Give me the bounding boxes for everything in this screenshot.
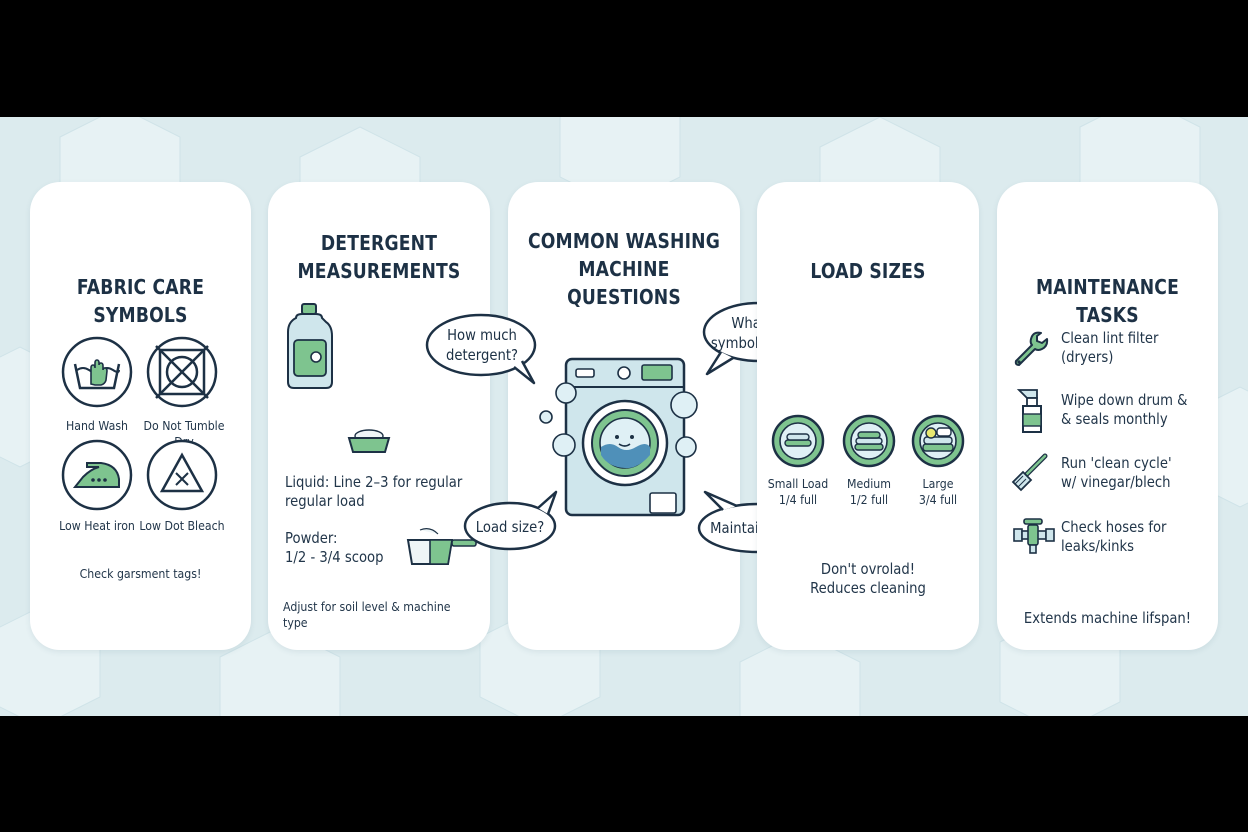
bleach-icon <box>146 439 218 511</box>
card-title: LOAD SIZES <box>810 259 926 283</box>
small-load-icon <box>771 414 825 468</box>
task-line2: leaks/kinks <box>1061 537 1135 555</box>
measuring-scoop-icon <box>406 528 477 565</box>
overload-warning-line1: Don't ovrolad! <box>820 560 916 578</box>
hand-wash-icon <box>61 336 133 408</box>
card-maintenance: MAINTENANCE TASKS Clean lint filter (dry… <box>997 182 1218 650</box>
card-footer: Extends machine lifspan! <box>1023 609 1192 627</box>
powder-line1: Powder: <box>285 529 338 547</box>
task-line2: w/ vinegar/blech <box>1061 473 1171 491</box>
do-not-tumble-dry-icon <box>146 336 218 408</box>
spray-bottle-icon <box>1016 389 1042 433</box>
task-line1: Check hoses for <box>1061 518 1167 536</box>
card-title-line1: COMMON WASHING <box>527 229 721 253</box>
low-heat-iron-icon <box>61 439 133 511</box>
task-line1: Clean lint filter <box>1061 329 1159 347</box>
card-footer: Adjust for soil level & machine type <box>283 599 451 630</box>
wrench-icon <box>1014 331 1049 366</box>
washing-machine-icon <box>539 357 698 517</box>
load-fill: 1/2 full <box>849 492 889 507</box>
task-line1: Wipe down drum & <box>1061 391 1188 409</box>
detergent-bottle-icon <box>287 303 333 389</box>
symbol-label: Low Dot Bleach <box>139 518 225 533</box>
card-footer: Check garsment tags! <box>79 566 202 581</box>
letterbox-top <box>0 0 1248 117</box>
symbol-label: Hand Wash <box>65 418 129 433</box>
bubble-text: Load size? <box>475 518 545 536</box>
infographic-stage: FABRIC CARE SYMBOLS Hand Wash Do Not Tum… <box>0 117 1248 716</box>
card-title: MAINTENANCE TASKS <box>1035 275 1180 327</box>
speech-bubble-load <box>463 490 558 551</box>
bubble-text: detergent? <box>445 346 519 364</box>
card-detergent: DETERGENT MEASUREMENTS Liquid: Line 2–3 … <box>268 182 490 650</box>
brush-icon <box>1011 453 1048 492</box>
liquid-line1: Liquid: Line 2–3 for regular <box>285 473 463 491</box>
overload-warning-line2: Reduces cleaning <box>810 579 926 597</box>
card-title: FABRIC CARE SYMBOLS <box>76 275 205 327</box>
bubble-text: How much <box>447 326 517 344</box>
card-title-line2: MEASUREMENTS <box>297 259 461 283</box>
hose-valve-icon <box>1013 518 1055 554</box>
load-fill: 1/4 full <box>778 492 818 507</box>
card-fabric-care: FABRIC CARE SYMBOLS Hand Wash Do Not Tum… <box>30 182 251 650</box>
task-line2: & seals monthly <box>1061 410 1168 428</box>
medium-load-icon <box>842 414 896 468</box>
card-title-line2: MACHINE QUESTIONS <box>567 257 681 309</box>
liquid-line2: regular load <box>285 492 365 510</box>
powder-bowl-icon <box>347 429 391 453</box>
task-line2: (dryers) <box>1061 348 1114 366</box>
load-fill: 3/4 full <box>918 492 958 507</box>
speech-bubble-detergent <box>425 313 537 385</box>
powder-line2: 1/2 - 3/4 scoop <box>285 548 384 566</box>
task-line1: Run 'clean cycle' <box>1061 454 1172 472</box>
symbol-label: Low Heat iron <box>59 518 135 533</box>
load-name: Small Load <box>767 476 829 491</box>
letterbox-bottom <box>0 716 1248 832</box>
card-title-line1: DETERGENT <box>320 231 438 255</box>
load-name: Medium <box>847 476 891 491</box>
large-load-icon <box>911 414 965 468</box>
load-name: Large <box>922 476 954 491</box>
card-load-sizes: LOAD SIZES Small Load 1/4 full Medium 1/… <box>757 182 979 650</box>
